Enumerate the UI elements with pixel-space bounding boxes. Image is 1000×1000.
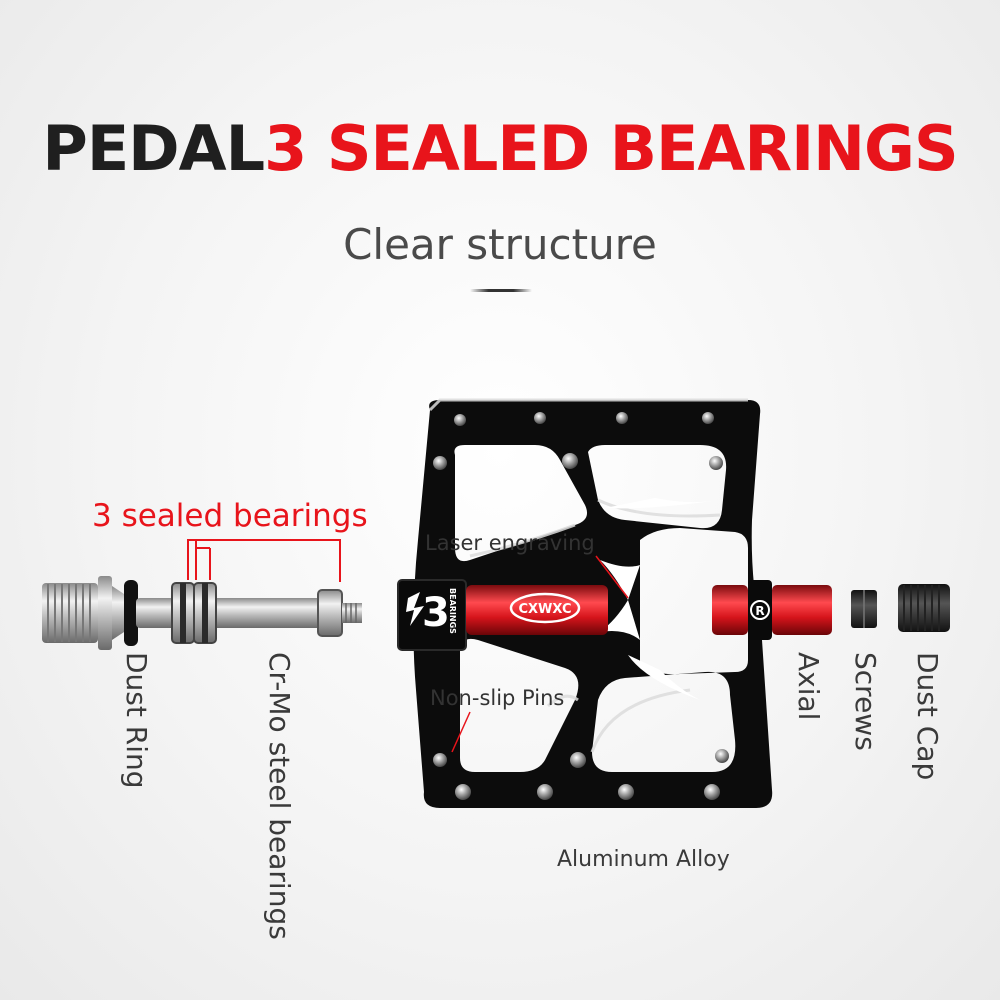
screw-nut	[851, 590, 877, 628]
label-crmo-bearings: Cr-Mo steel bearings	[263, 652, 296, 940]
bolt-icon	[406, 592, 424, 626]
label-axial: Axial	[792, 652, 825, 721]
title-divider	[470, 289, 532, 292]
label-laser-engraving: Laser engraving	[425, 531, 595, 555]
laser-engraving-mark	[600, 498, 720, 700]
label-dust-ring: Dust Ring	[120, 652, 153, 789]
label-aluminum-alloy: Aluminum Alloy	[557, 847, 730, 872]
reg-mark: R	[755, 604, 764, 618]
bearing-parts	[171, 582, 343, 644]
callout-lines	[451, 555, 629, 753]
subtitle: Clear structure	[343, 220, 657, 269]
logo-number: 3	[422, 590, 450, 636]
bearings-bracket	[187, 539, 341, 582]
page-title: PEDAL3 SEALED BEARINGS	[0, 112, 1000, 185]
logo-caption: BEARINGS	[448, 588, 457, 634]
pedal-body: 3 BEARINGS CXWXC R	[397, 398, 832, 808]
axle-red	[466, 585, 608, 635]
pins	[433, 412, 729, 800]
label-sealed-bearings: 3 sealed bearings	[92, 498, 368, 534]
title-black: PEDAL	[42, 112, 265, 185]
dust-cap	[898, 584, 950, 632]
label-screws: Screws	[849, 652, 882, 751]
label-non-slip-pins: Non-slip Pins	[430, 686, 565, 710]
brand-logo: CXWXC	[518, 602, 571, 617]
dust-ring-part	[124, 580, 138, 646]
spindle-assembly	[42, 539, 362, 650]
title-red: 3 SEALED BEARINGS	[264, 112, 958, 185]
thread-end	[42, 583, 98, 643]
label-dust-cap: Dust Cap	[911, 652, 944, 781]
